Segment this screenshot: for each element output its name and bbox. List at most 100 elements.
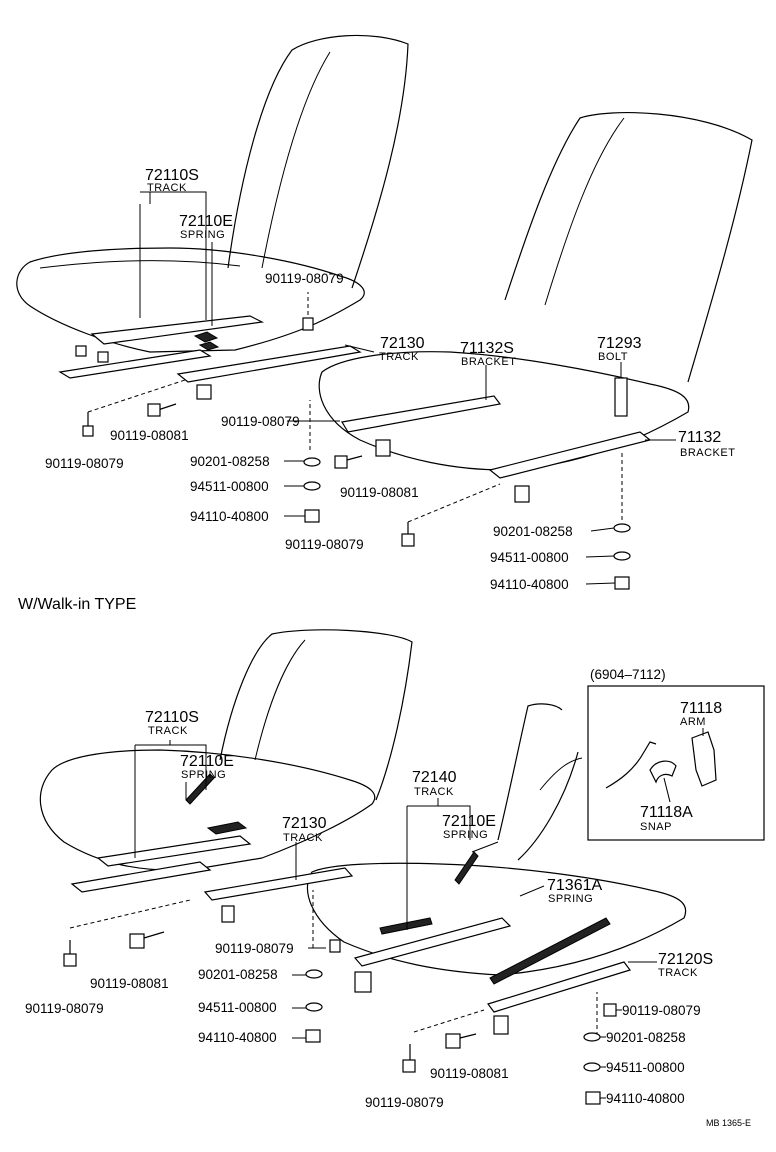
label-72110S-number: 72110S (145, 167, 199, 184)
lower-label-nut-mid: 94110-40800 (198, 1030, 277, 1045)
lower-label-72120S-name: TRACK (658, 967, 698, 979)
label-71118A-name: SNAP (640, 821, 672, 833)
lower-nut-icon-r (585, 1091, 601, 1105)
upper-bolt-icon-left (82, 412, 94, 437)
lower-bolt-icon-bot (402, 1044, 416, 1073)
label-71293-number: 71293 (597, 335, 642, 352)
left-seat-back (227, 34, 409, 289)
lower-bolt-icon-left (63, 940, 77, 967)
lower-label-spring-washer-mid: 94511-00800 (198, 1000, 277, 1015)
label-71118-name: ARM (680, 716, 706, 728)
upper-bolt-icon-bot (401, 522, 415, 547)
label-72130-name: TRACK (379, 351, 419, 363)
lower-label-71361A-number: 71361A (547, 877, 602, 894)
lower-assembly: (6904–7112) 71118 ARM 71118A SNAP 72110S… (25, 629, 765, 1110)
label-72130-number: 72130 (380, 335, 425, 352)
upper-track-72130 (176, 345, 362, 383)
lower-label-72110E-number: 72110E (180, 753, 234, 770)
lower-label-bolt-bot2: 90119-08081 (430, 1066, 509, 1081)
inset-box: (6904–7112) 71118 ARM 71118A SNAP (587, 667, 765, 841)
lower-label-72130-number: 72130 (282, 815, 327, 832)
lower-bolt-icon-left2 (129, 931, 165, 949)
lower-washer-icon-mid (305, 969, 323, 979)
lower-label-72110S-number: 72110S (145, 709, 199, 726)
inset-rod (605, 741, 657, 789)
upper-nut-icon-r (614, 576, 630, 590)
inset-snap-71118A (649, 760, 677, 784)
lower-label-72110S-name: TRACK (148, 725, 188, 737)
label-upper-bolt-top: 90119-08079 (265, 271, 344, 286)
lower-washer-icon-r (583, 1032, 601, 1042)
upper-track-72110S (90, 315, 264, 345)
lower-label-bolt-bot: 90119-08079 (365, 1095, 444, 1110)
label-upper-washer-r: 90201-08258 (493, 524, 573, 539)
label-71132-name: BRACKET (680, 447, 735, 459)
lower-track-72130 (203, 867, 354, 901)
lower-spring-washer-icon-r (583, 1062, 601, 1072)
right-seat-back (504, 112, 753, 383)
upper-bracket-71132S (341, 395, 502, 433)
upper-bolt-icon-top (302, 317, 314, 331)
lower-right-seat-cushion (306, 862, 687, 976)
label-71118A-number: 71118A (640, 804, 693, 821)
upper-spring-washer-icon-r (613, 551, 631, 561)
lower-label-bolt-r: 90119-08079 (622, 1003, 701, 1018)
lower-spring-72110E-a (185, 773, 215, 805)
left-seat-cushion (16, 247, 365, 353)
lower-label-washer-r: 90201-08258 (606, 1030, 686, 1045)
lower-bolt-icon-r (603, 1003, 617, 1017)
lower-label-washer-mid: 90201-08258 (198, 967, 278, 982)
lower-track-72110S (96, 835, 252, 867)
label-72110E-number: 72110E (179, 213, 233, 230)
label-upper-washer-mid: 90201-08258 (190, 454, 270, 469)
lower-spring-71361A (489, 917, 611, 985)
lower-track-72140 (353, 917, 512, 967)
lower-label-71361A-name: SPRING (548, 893, 593, 905)
label-71293-name: BOLT (598, 351, 628, 363)
label-upper-nut-mid: 94110-40800 (190, 509, 269, 524)
lower-label-72110E-name: SPRING (181, 769, 226, 781)
inset-range-label: (6904–7112) (590, 667, 666, 682)
lower-label-spring-washer-r: 94511-00800 (606, 1060, 685, 1075)
label-71132S-name: BRACKET (461, 356, 516, 368)
lower-nut-icon-mid (305, 1029, 321, 1043)
label-upper-bolt-left: 90119-08079 (45, 456, 124, 471)
lower-left-seat-cushion (39, 749, 376, 871)
lower-label-72130-name: TRACK (283, 832, 323, 844)
upper-bracket-71132 (488, 431, 652, 479)
label-upper-bolt-mid: 90119-08079 (221, 414, 300, 429)
upper-spring-washer-icon-mid (303, 481, 321, 491)
upper-washer-icon-r (613, 523, 631, 533)
label-71132S-number: 71132S (460, 340, 514, 357)
label-72110S-name: TRACK (147, 182, 187, 194)
lower-label-72110E2-name: SPRING (443, 829, 488, 841)
right-seat-cushion (318, 351, 690, 471)
lower-label-bolt-left2: 90119-08081 (90, 976, 169, 991)
upper-stud-bolt-71293 (614, 377, 628, 417)
lower-label-72140-number: 72140 (412, 769, 457, 786)
lower-bolt-icon-bot2 (445, 1033, 477, 1049)
lower-right-seat-back (497, 703, 563, 841)
label-upper-nut-r: 94110-40800 (490, 577, 569, 592)
upper-washer-icon-mid (303, 457, 321, 467)
label-71132-number: 71132 (678, 429, 721, 446)
label-upper-bolt-mid2: 90119-08081 (340, 485, 419, 500)
lower-label-nut-r: 94110-40800 (606, 1091, 685, 1106)
inset-arm-71118 (691, 731, 717, 787)
lower-bolt-icon-mid (329, 939, 341, 953)
lower-spring-washer-icon-mid (305, 1002, 323, 1012)
lower-label-bolt-left: 90119-08079 (25, 1001, 104, 1016)
label-upper-spring-washer-mid: 94511-00800 (190, 479, 269, 494)
section-title: W/Walk-in TYPE (18, 596, 136, 613)
lower-label-72140-name: TRACK (414, 786, 454, 798)
upper-bolt-icon-left2 (147, 403, 177, 417)
lower-left-seat-back (219, 629, 413, 801)
label-upper-bolt-left2: 90119-08081 (110, 428, 189, 443)
lower-label-72120S-number: 72120S (658, 951, 713, 968)
lower-spring-72110E-b (454, 851, 479, 885)
label-upper-spring-washer-r: 94511-00800 (490, 550, 569, 565)
lower-track-72120S (487, 961, 631, 1013)
label-71118-number: 71118 (680, 700, 722, 717)
label-upper-bolt-bot: 90119-08079 (285, 537, 364, 552)
